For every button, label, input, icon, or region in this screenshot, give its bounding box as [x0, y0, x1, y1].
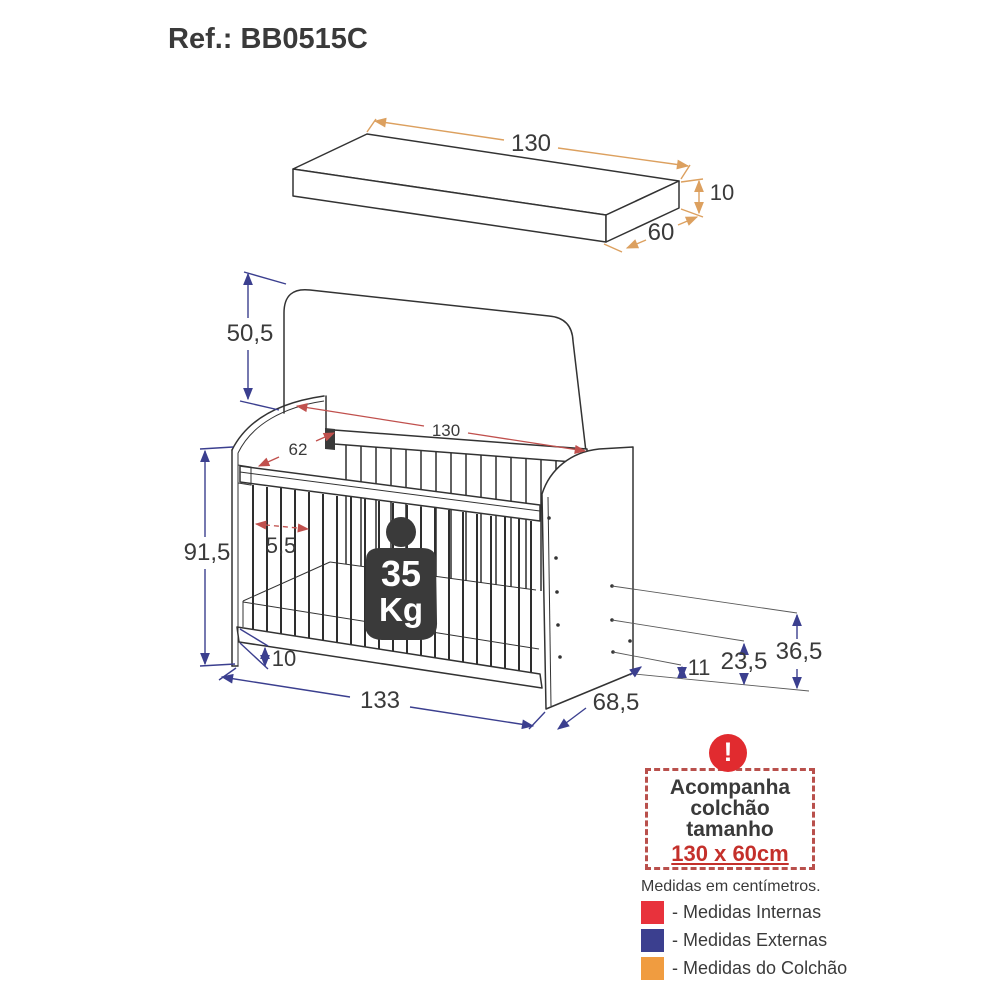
legend-title: Medidas em centímetros. — [641, 878, 821, 895]
total-height-label: 91,5 — [184, 539, 231, 566]
weight-value: 35 — [381, 553, 421, 594]
dim-total-height: 91,5 — [184, 446, 236, 667]
dim-mattress-depth: 60 — [603, 216, 699, 253]
right-side-panel — [541, 446, 634, 710]
mattress-height-label: 10 — [710, 180, 734, 205]
mattress-position-mid-label: 23,5 — [721, 648, 768, 675]
note-mattress-size: 130 x 60cm — [671, 841, 789, 866]
dim-mattress-length: 130 — [366, 117, 691, 180]
mattress-color-swatch — [641, 957, 664, 980]
front-rail — [237, 464, 541, 522]
crib-drawing: 35 Kg 50,5 — [184, 271, 823, 730]
dim-internal-length: 130 — [295, 403, 587, 454]
dim-mattress-height: 10 — [680, 178, 734, 218]
exclamation-icon: ! — [709, 734, 747, 772]
legend-item-internal: - Medidas Internas — [641, 901, 871, 924]
legend-label-internal: - Medidas Internas — [672, 902, 822, 922]
note-line-3: tamanho — [686, 818, 774, 841]
base-rail-label: 10 — [272, 646, 296, 671]
legend: Medidas em centímetros. - Medidas Intern… — [641, 878, 871, 985]
legend-item-external: - Medidas Externas — [641, 929, 871, 952]
headboard-panel — [284, 289, 586, 456]
page-title: Ref.: BB0515C — [168, 23, 368, 55]
dim-mattress-position-high: 36,5 — [776, 613, 823, 690]
back-rail-cap — [325, 428, 335, 450]
dim-mattress-position-low: 11 — [677, 655, 711, 680]
weight-limit-icon: 35 Kg — [364, 517, 438, 640]
weight-unit: Kg — [379, 591, 423, 628]
internal-color-swatch — [641, 901, 664, 924]
dim-external-depth: 68,5 — [557, 666, 642, 730]
legend-label-mattress: - Medidas do Colchão — [672, 958, 848, 978]
mattress-length-label: 130 — [511, 130, 551, 157]
mattress-depth-label: 60 — [648, 219, 675, 246]
note-line-1: Acompanha — [669, 776, 791, 799]
dim-internal-depth: 62 — [257, 432, 336, 467]
external-depth-label: 68,5 — [593, 689, 640, 716]
dim-headboard-height: 50,5 — [227, 271, 287, 411]
dim-base-rail-height: 10 — [239, 628, 296, 671]
mattress-position-low-label: 11 — [688, 655, 711, 680]
slat-gap-label: 5,5 — [266, 533, 297, 558]
external-length-label: 133 — [360, 687, 400, 714]
legend-item-mattress: - Medidas do Colchão — [641, 957, 871, 980]
internal-depth-label: 62 — [289, 440, 308, 459]
internal-length-label: 130 — [432, 421, 460, 440]
mattress-note-box: Acompanha colchão tamanho 130 x 60cm — [645, 768, 815, 870]
legend-label-external: - Medidas Externas — [672, 930, 828, 950]
dim-slat-gap: 5,5 — [254, 520, 310, 558]
dim-mattress-position-mid: 23,5 — [721, 642, 768, 686]
mattress-drawing: 130 10 60 — [292, 117, 734, 253]
mattress-position-high-label: 36,5 — [776, 638, 823, 665]
height-reference-lines — [611, 585, 810, 692]
headboard-height-label: 50,5 — [227, 320, 274, 347]
dim-external-length: 133 — [218, 667, 546, 730]
left-side-panel — [231, 395, 327, 667]
external-color-swatch — [641, 929, 664, 952]
note-line-2: colchão — [690, 797, 770, 820]
